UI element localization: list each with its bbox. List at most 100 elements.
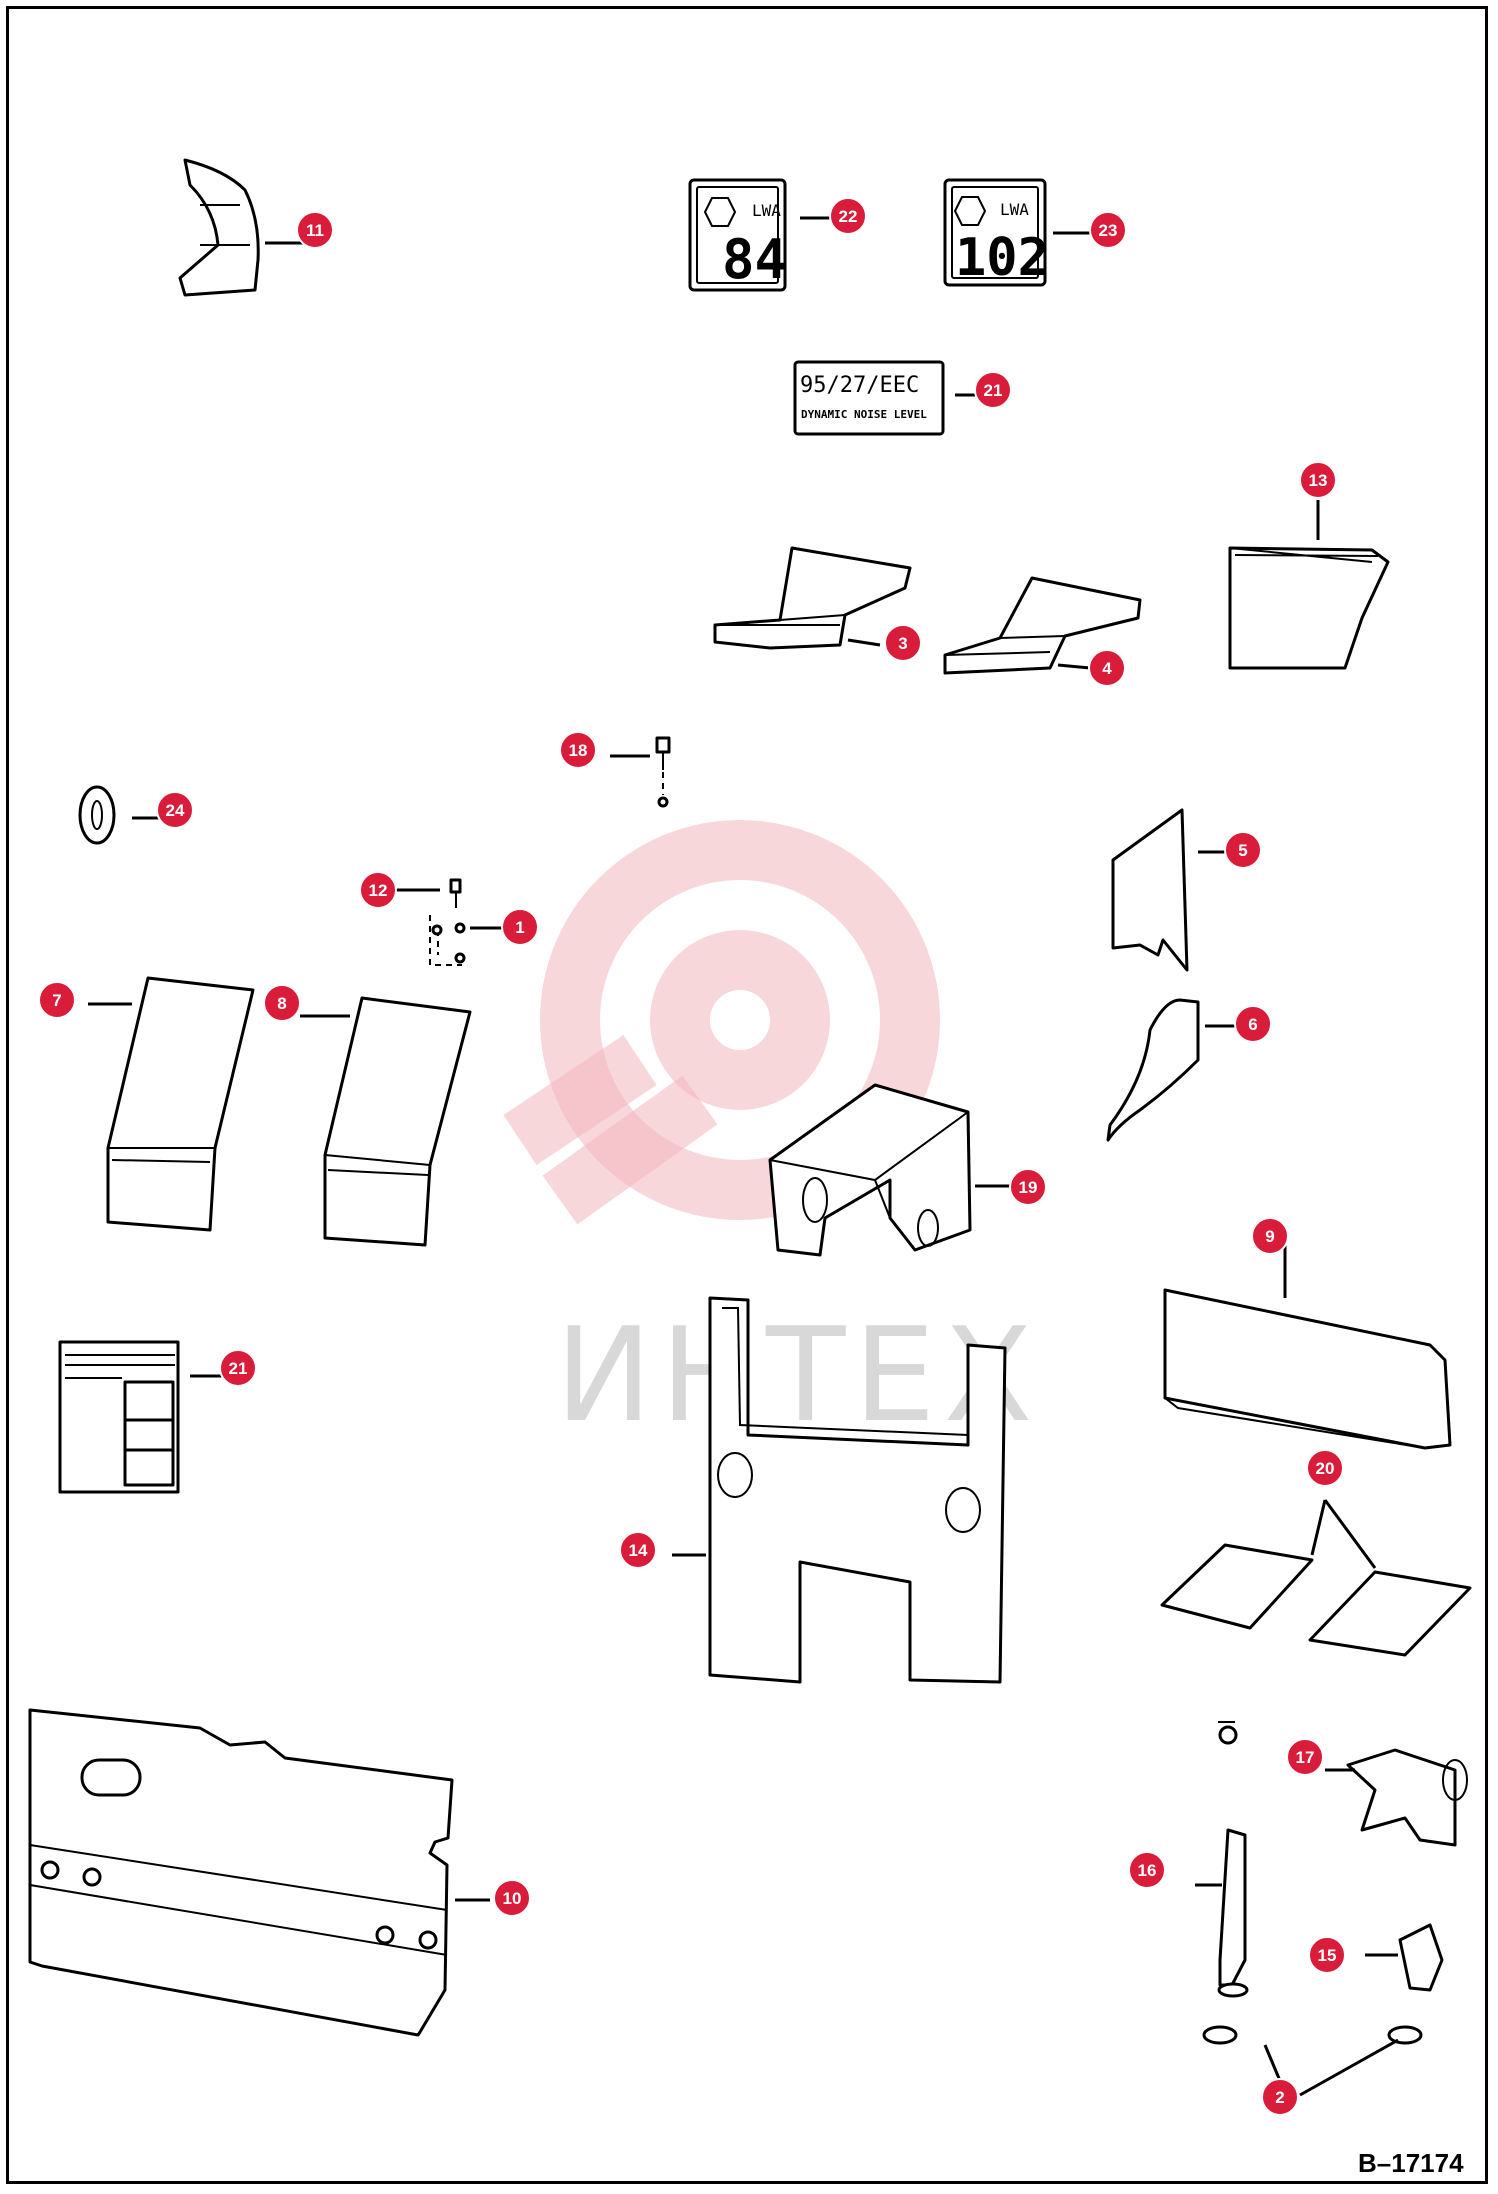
part-18-bolt xyxy=(610,736,671,808)
callout-label: 21 xyxy=(229,1359,248,1378)
callout-24: 24 xyxy=(156,791,194,829)
callout-label: 23 xyxy=(1099,221,1118,240)
decal-21-sheet xyxy=(58,1340,225,1494)
watermark-gear xyxy=(503,820,940,1225)
callout-balloon xyxy=(493,1879,531,1917)
callout-23: 23 xyxy=(1089,211,1127,249)
callout-balloon xyxy=(619,1531,657,1569)
decal-21-line1: 95/27/EEC xyxy=(800,373,919,398)
callout-3: 3 xyxy=(884,624,922,662)
decal-23-value: 102 xyxy=(955,228,1049,288)
part-15-elbow xyxy=(1365,1923,1444,2045)
callout-label: 14 xyxy=(629,1541,648,1560)
part-6-plate xyxy=(1106,998,1238,1142)
callout-balloon xyxy=(1299,461,1337,499)
callout-balloon xyxy=(219,1349,257,1387)
callout-label: 1 xyxy=(515,918,524,937)
decal-22-sound-84: LWA 84 xyxy=(688,178,840,292)
callout-balloon xyxy=(38,981,76,1019)
callout-14: 14 xyxy=(619,1531,657,1569)
callout-balloon xyxy=(263,984,301,1022)
callout-balloon xyxy=(1128,1851,1166,1889)
part-5-plate xyxy=(1111,808,1232,972)
callout-15: 15 xyxy=(1308,1936,1346,1974)
callout-label: 22 xyxy=(839,207,858,226)
callout-label: 3 xyxy=(898,634,907,653)
callout-balloon xyxy=(1286,1738,1324,1776)
callout-balloon xyxy=(359,871,397,909)
callout-balloon xyxy=(1308,1936,1346,1974)
part-9-panel xyxy=(1163,1245,1452,1450)
decal-21-noise-directive: 95/27/EEC DYNAMIC NOISE LEVEL xyxy=(793,360,985,436)
decal-23-label: LWA xyxy=(1000,200,1029,219)
part-7-pad xyxy=(88,976,255,1232)
callout-17: 17 xyxy=(1286,1738,1324,1776)
part-16-exhaust-pipe xyxy=(1195,1828,1249,2045)
drawing-frame xyxy=(6,6,1488,2184)
callout-balloon xyxy=(974,371,1012,409)
decal-22-value: 84 xyxy=(722,228,787,291)
part-17-elbow xyxy=(1218,1721,1468,1847)
part-19-cover xyxy=(768,1083,1010,1257)
callout-label: 5 xyxy=(1238,841,1247,860)
callout-10: 10 xyxy=(493,1879,531,1917)
callout-balloon xyxy=(829,197,867,235)
part-11-pad xyxy=(178,158,305,297)
callout-19: 19 xyxy=(1009,1168,1047,1206)
callout-balloon xyxy=(156,791,194,829)
callout-4: 4 xyxy=(1088,649,1126,687)
callout-label: 16 xyxy=(1138,1861,1157,1880)
callout-label: 12 xyxy=(369,881,388,900)
watermark-text: ИНТЕХ xyxy=(555,1299,1041,1451)
callout-label: 11 xyxy=(306,221,324,240)
callout-label: 15 xyxy=(1318,1946,1337,1965)
callout-label: 19 xyxy=(1019,1178,1038,1197)
callout-2: 2 xyxy=(1261,2078,1299,2116)
callout-label: 6 xyxy=(1248,1015,1257,1034)
decal-23-sound-102: LWA 102 xyxy=(943,178,1093,288)
part-24-washer xyxy=(78,785,165,845)
callout-22: 22 xyxy=(829,197,867,235)
callout-label: 8 xyxy=(277,994,286,1013)
part-4-pad xyxy=(943,576,1142,675)
callout-9: 9 xyxy=(1251,1217,1289,1255)
decal-22-label: LWA xyxy=(752,201,781,220)
callout-20: 20 xyxy=(1306,1449,1344,1487)
decal-21-line2: DYNAMIC NOISE LEVEL xyxy=(801,408,927,421)
callout-label: 13 xyxy=(1309,471,1328,490)
callout-balloon xyxy=(501,908,539,946)
callout-label: 4 xyxy=(1102,659,1112,678)
callout-21: 21 xyxy=(219,1349,257,1387)
callout-balloon xyxy=(1224,831,1262,869)
callout-label: 9 xyxy=(1265,1227,1274,1246)
callout-label: 17 xyxy=(1296,1748,1315,1767)
callout-label: 2 xyxy=(1275,2088,1284,2107)
callout-8: 8 xyxy=(263,984,301,1022)
callout-label: 21 xyxy=(984,381,1003,400)
callout-label: 18 xyxy=(569,741,588,760)
callout-1: 1 xyxy=(501,908,539,946)
callout-11: 11 xyxy=(296,211,334,249)
part-8-pad xyxy=(300,996,472,1247)
callout-balloon xyxy=(884,624,922,662)
callout-7: 7 xyxy=(38,981,76,1019)
callout-balloon xyxy=(1009,1168,1047,1206)
callout-balloon xyxy=(559,731,597,769)
callout-balloon xyxy=(1089,211,1127,249)
callout-6: 6 xyxy=(1234,1005,1272,1043)
callout-label: 7 xyxy=(52,991,61,1010)
callout-label: 24 xyxy=(166,801,185,820)
callout-5: 5 xyxy=(1224,831,1262,869)
callout-balloon xyxy=(1261,2078,1299,2116)
callout-13: 13 xyxy=(1299,461,1337,499)
callout-label: 20 xyxy=(1316,1459,1335,1478)
callout-balloon xyxy=(296,211,334,249)
part-13-block xyxy=(1228,500,1390,670)
part-3-pad xyxy=(713,546,912,650)
part-20-pads xyxy=(1160,1499,1472,1657)
callout-18: 18 xyxy=(559,731,597,769)
callout-balloon xyxy=(1251,1217,1289,1255)
callout-12: 12 xyxy=(359,871,397,909)
